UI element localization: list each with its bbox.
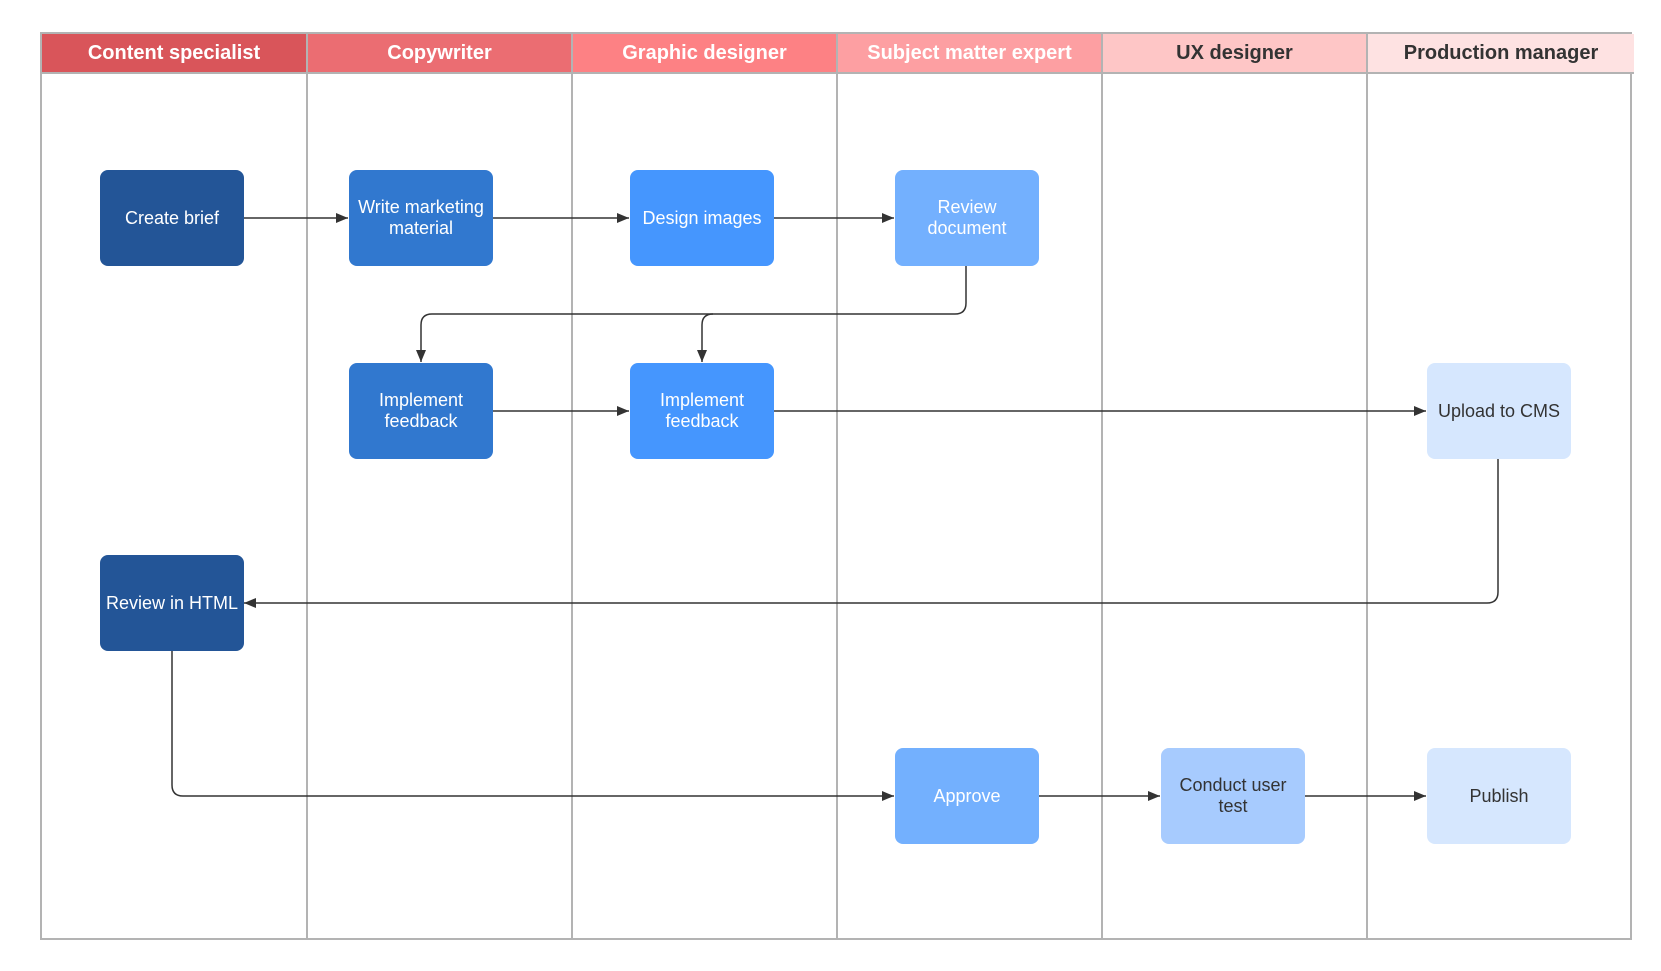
node-label: Publish — [1469, 785, 1529, 806]
node-review-document[interactable]: Review document — [895, 170, 1039, 266]
swimlane-diagram: Content specialist Copywriter Graphic de… — [40, 32, 1634, 940]
node-label: Design images — [642, 207, 762, 228]
node-label: Create brief — [124, 207, 220, 228]
node-create-brief[interactable]: Create brief — [100, 170, 244, 266]
lane-content-specialist: Content specialist — [42, 34, 308, 938]
connector-review-html-to-approve — [171, 651, 894, 801]
node-label: Review document — [927, 197, 1007, 238]
lane-header-production-manager: Production manager — [1368, 34, 1634, 74]
node-conduct-user-test[interactable]: Conduct user test — [1161, 748, 1305, 844]
node-label: Implement feedback — [378, 390, 464, 431]
connector-upload-cms-to-review-html — [244, 459, 1499, 608]
lane-label: Subject matter expert — [867, 41, 1072, 64]
lane-label: Production manager — [1403, 41, 1599, 64]
node-publish[interactable]: Publish — [1427, 748, 1571, 844]
node-approve[interactable]: Approve — [895, 748, 1039, 844]
node-upload-to-cms[interactable]: Upload to CMS — [1427, 363, 1571, 459]
lane-production-manager: Production manager — [1368, 34, 1634, 938]
lane-label: Content specialist — [87, 41, 261, 64]
lane-label: Graphic designer — [622, 41, 787, 64]
node-design-images[interactable]: Design images — [630, 170, 774, 266]
node-implement-feedback-copywriter[interactable]: Implement feedback — [349, 363, 493, 459]
connector-review-document-to-implement-feedback-design — [697, 313, 714, 362]
node-label: Write marketing material — [358, 197, 484, 238]
connector-review-document-to-implement-feedback-copy — [416, 266, 967, 362]
lane-label: Copywriter — [387, 41, 492, 64]
node-label: Approve — [933, 785, 1001, 806]
lane-ux-designer: UX designer — [1103, 34, 1368, 938]
lane-header-ux-designer: UX designer — [1103, 34, 1366, 74]
lane-subject-matter-expert: Subject matter expert — [838, 34, 1103, 938]
node-label: Review in HTML — [105, 592, 239, 613]
lane-label: UX designer — [1176, 41, 1293, 64]
lane-copywriter: Copywriter — [308, 34, 573, 938]
node-review-in-html[interactable]: Review in HTML — [100, 555, 244, 651]
lane-header-subject-matter-expert: Subject matter expert — [838, 34, 1101, 74]
lane-graphic-designer: Graphic designer — [573, 34, 838, 938]
lane-header-copywriter: Copywriter — [308, 34, 571, 74]
node-label: Upload to CMS — [1437, 400, 1561, 421]
node-write-marketing-material[interactable]: Write marketing material — [349, 170, 493, 266]
lane-header-content-specialist: Content specialist — [42, 34, 306, 74]
lane-header-graphic-designer: Graphic designer — [573, 34, 836, 74]
node-label: Conduct user test — [1179, 775, 1287, 816]
node-label: Implement feedback — [659, 390, 745, 431]
node-implement-feedback-designer[interactable]: Implement feedback — [630, 363, 774, 459]
